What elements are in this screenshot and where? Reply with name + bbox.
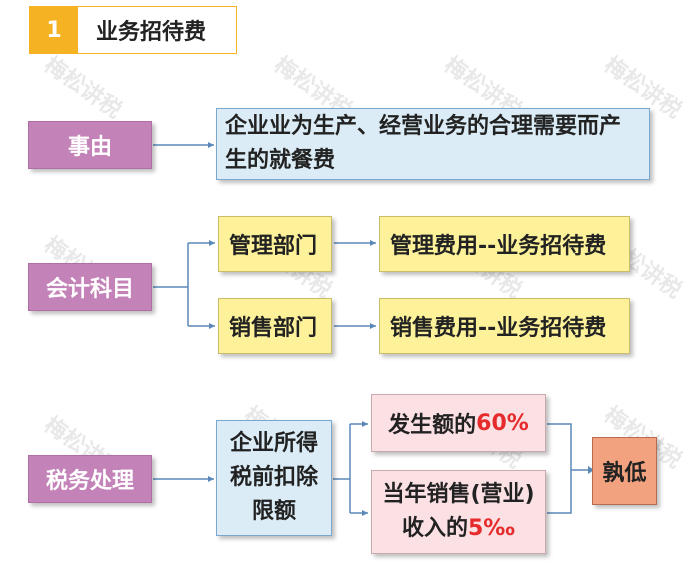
matter-content: 企业业为生产、经营业务的合理需要而产生的就餐费: [216, 108, 650, 180]
option-amount-prefix: 发生额的: [388, 413, 477, 438]
option-revenue-line-2: 收入的5‰: [402, 512, 515, 546]
option-revenue-value: 5‰: [468, 516, 515, 541]
bracket-tax: [333, 424, 351, 513]
section-title-text: 业务招待费: [96, 20, 207, 45]
bracket-account: [153, 243, 189, 326]
deduction-limit-line-3: 限额: [251, 499, 296, 524]
conclusion-lower: 孰低: [592, 437, 657, 505]
deduction-limit-line-2: 税前扣除: [229, 465, 318, 490]
option-amount-value: 60%: [476, 410, 529, 436]
bracket-conclusion: [547, 423, 588, 514]
dept-management: 管理部门: [218, 216, 332, 272]
result-management: 管理费用--业务招待费: [379, 216, 630, 272]
option-revenue-prefix: 收入的: [401, 516, 468, 541]
label-account: 会计科目: [28, 263, 152, 311]
section-number: 1: [30, 7, 78, 53]
deduction-limit-line-1: 企业所得: [229, 431, 318, 456]
result-sales: 销售费用--业务招待费: [379, 298, 630, 354]
deduction-limit: 企业所得 税前扣除 限额: [216, 420, 332, 536]
dept-sales: 销售部门: [218, 298, 332, 354]
option-revenue: 当年销售(营业) 收入的5‰: [371, 470, 546, 554]
section-title: 1 业务招待费: [29, 6, 237, 54]
label-matter: 事由: [28, 121, 152, 169]
label-tax: 税务处理: [28, 455, 152, 503]
matter-content-text: 企业业为生产、经营业务的合理需要而产生的就餐费: [225, 114, 622, 173]
option-revenue-line-1: 当年销售(营业): [382, 482, 535, 507]
